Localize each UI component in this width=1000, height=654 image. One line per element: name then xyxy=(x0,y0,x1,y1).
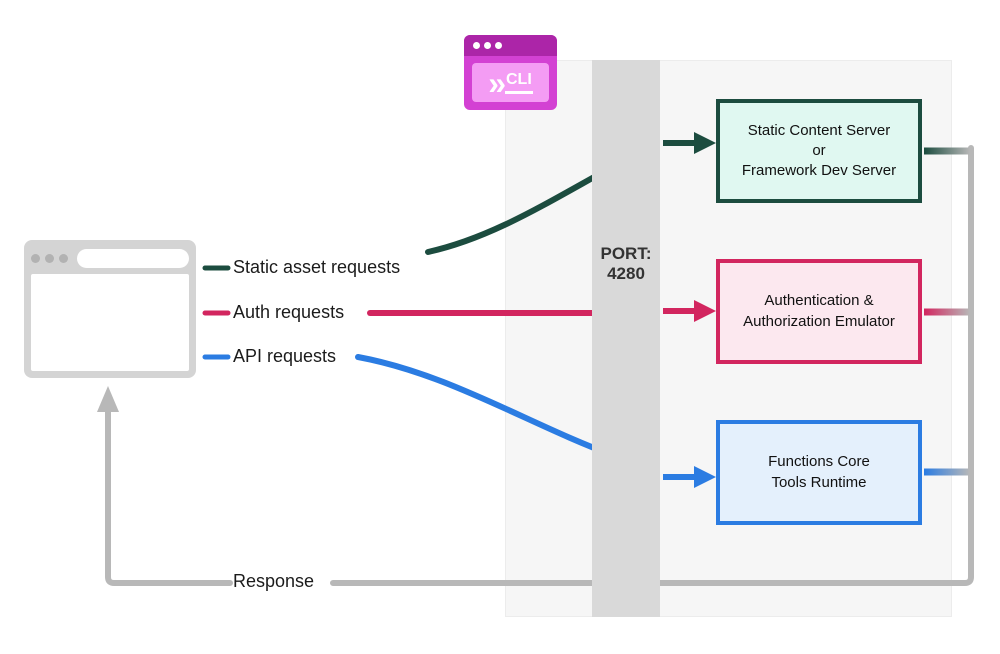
functions-runtime-box: Functions Core Tools Runtime xyxy=(716,420,922,525)
browser-dot-icon xyxy=(45,253,54,263)
api-requests-label: API requests xyxy=(233,346,337,366)
cli-dot-icon xyxy=(484,42,491,49)
static-requests-label: Static asset requests xyxy=(233,257,401,277)
auth-request-arrowhead-icon xyxy=(694,300,716,322)
browser-dot-icon xyxy=(31,253,40,263)
port-bar: PORT: 4280 xyxy=(592,60,660,617)
response-arrowhead-icon xyxy=(97,386,119,412)
browser-dot-icon xyxy=(59,253,68,263)
cli-chevron-icon: » xyxy=(488,64,506,101)
auth-emulator-box: Authentication & Authorization Emulator xyxy=(716,259,922,364)
browser-window-icon xyxy=(24,240,196,378)
cli-terminal-panel: » CLI xyxy=(472,63,549,102)
browser-content-area xyxy=(31,274,189,371)
response-line-left xyxy=(105,407,233,586)
cli-dot-icon xyxy=(495,42,502,49)
functions-runtime-label: Functions Core Tools Runtime xyxy=(768,453,870,491)
browser-address-bar xyxy=(77,248,189,268)
cli-dot-icon xyxy=(473,42,480,49)
cli-titlebar xyxy=(464,35,557,56)
static-content-server-label: Static Content Server or Framework Dev S… xyxy=(741,121,897,180)
api-request-curve xyxy=(355,354,618,459)
cli-label: CLI xyxy=(505,71,533,94)
browser-titlebar xyxy=(31,247,189,269)
response-label: Response xyxy=(233,571,315,591)
static-content-server-box: Static Content Server or Framework Dev S… xyxy=(716,99,922,203)
api-request-arrowhead-icon xyxy=(694,466,716,488)
response-line-right xyxy=(330,145,974,586)
cli-window-icon: » CLI xyxy=(464,35,557,110)
auth-emulator-label: Authentication & Authorization Emulator xyxy=(743,292,895,330)
auth-requests-label: Auth requests xyxy=(233,302,345,322)
static-request-arrowhead-icon xyxy=(694,132,716,154)
port-label: PORT: 4280 xyxy=(600,244,652,283)
